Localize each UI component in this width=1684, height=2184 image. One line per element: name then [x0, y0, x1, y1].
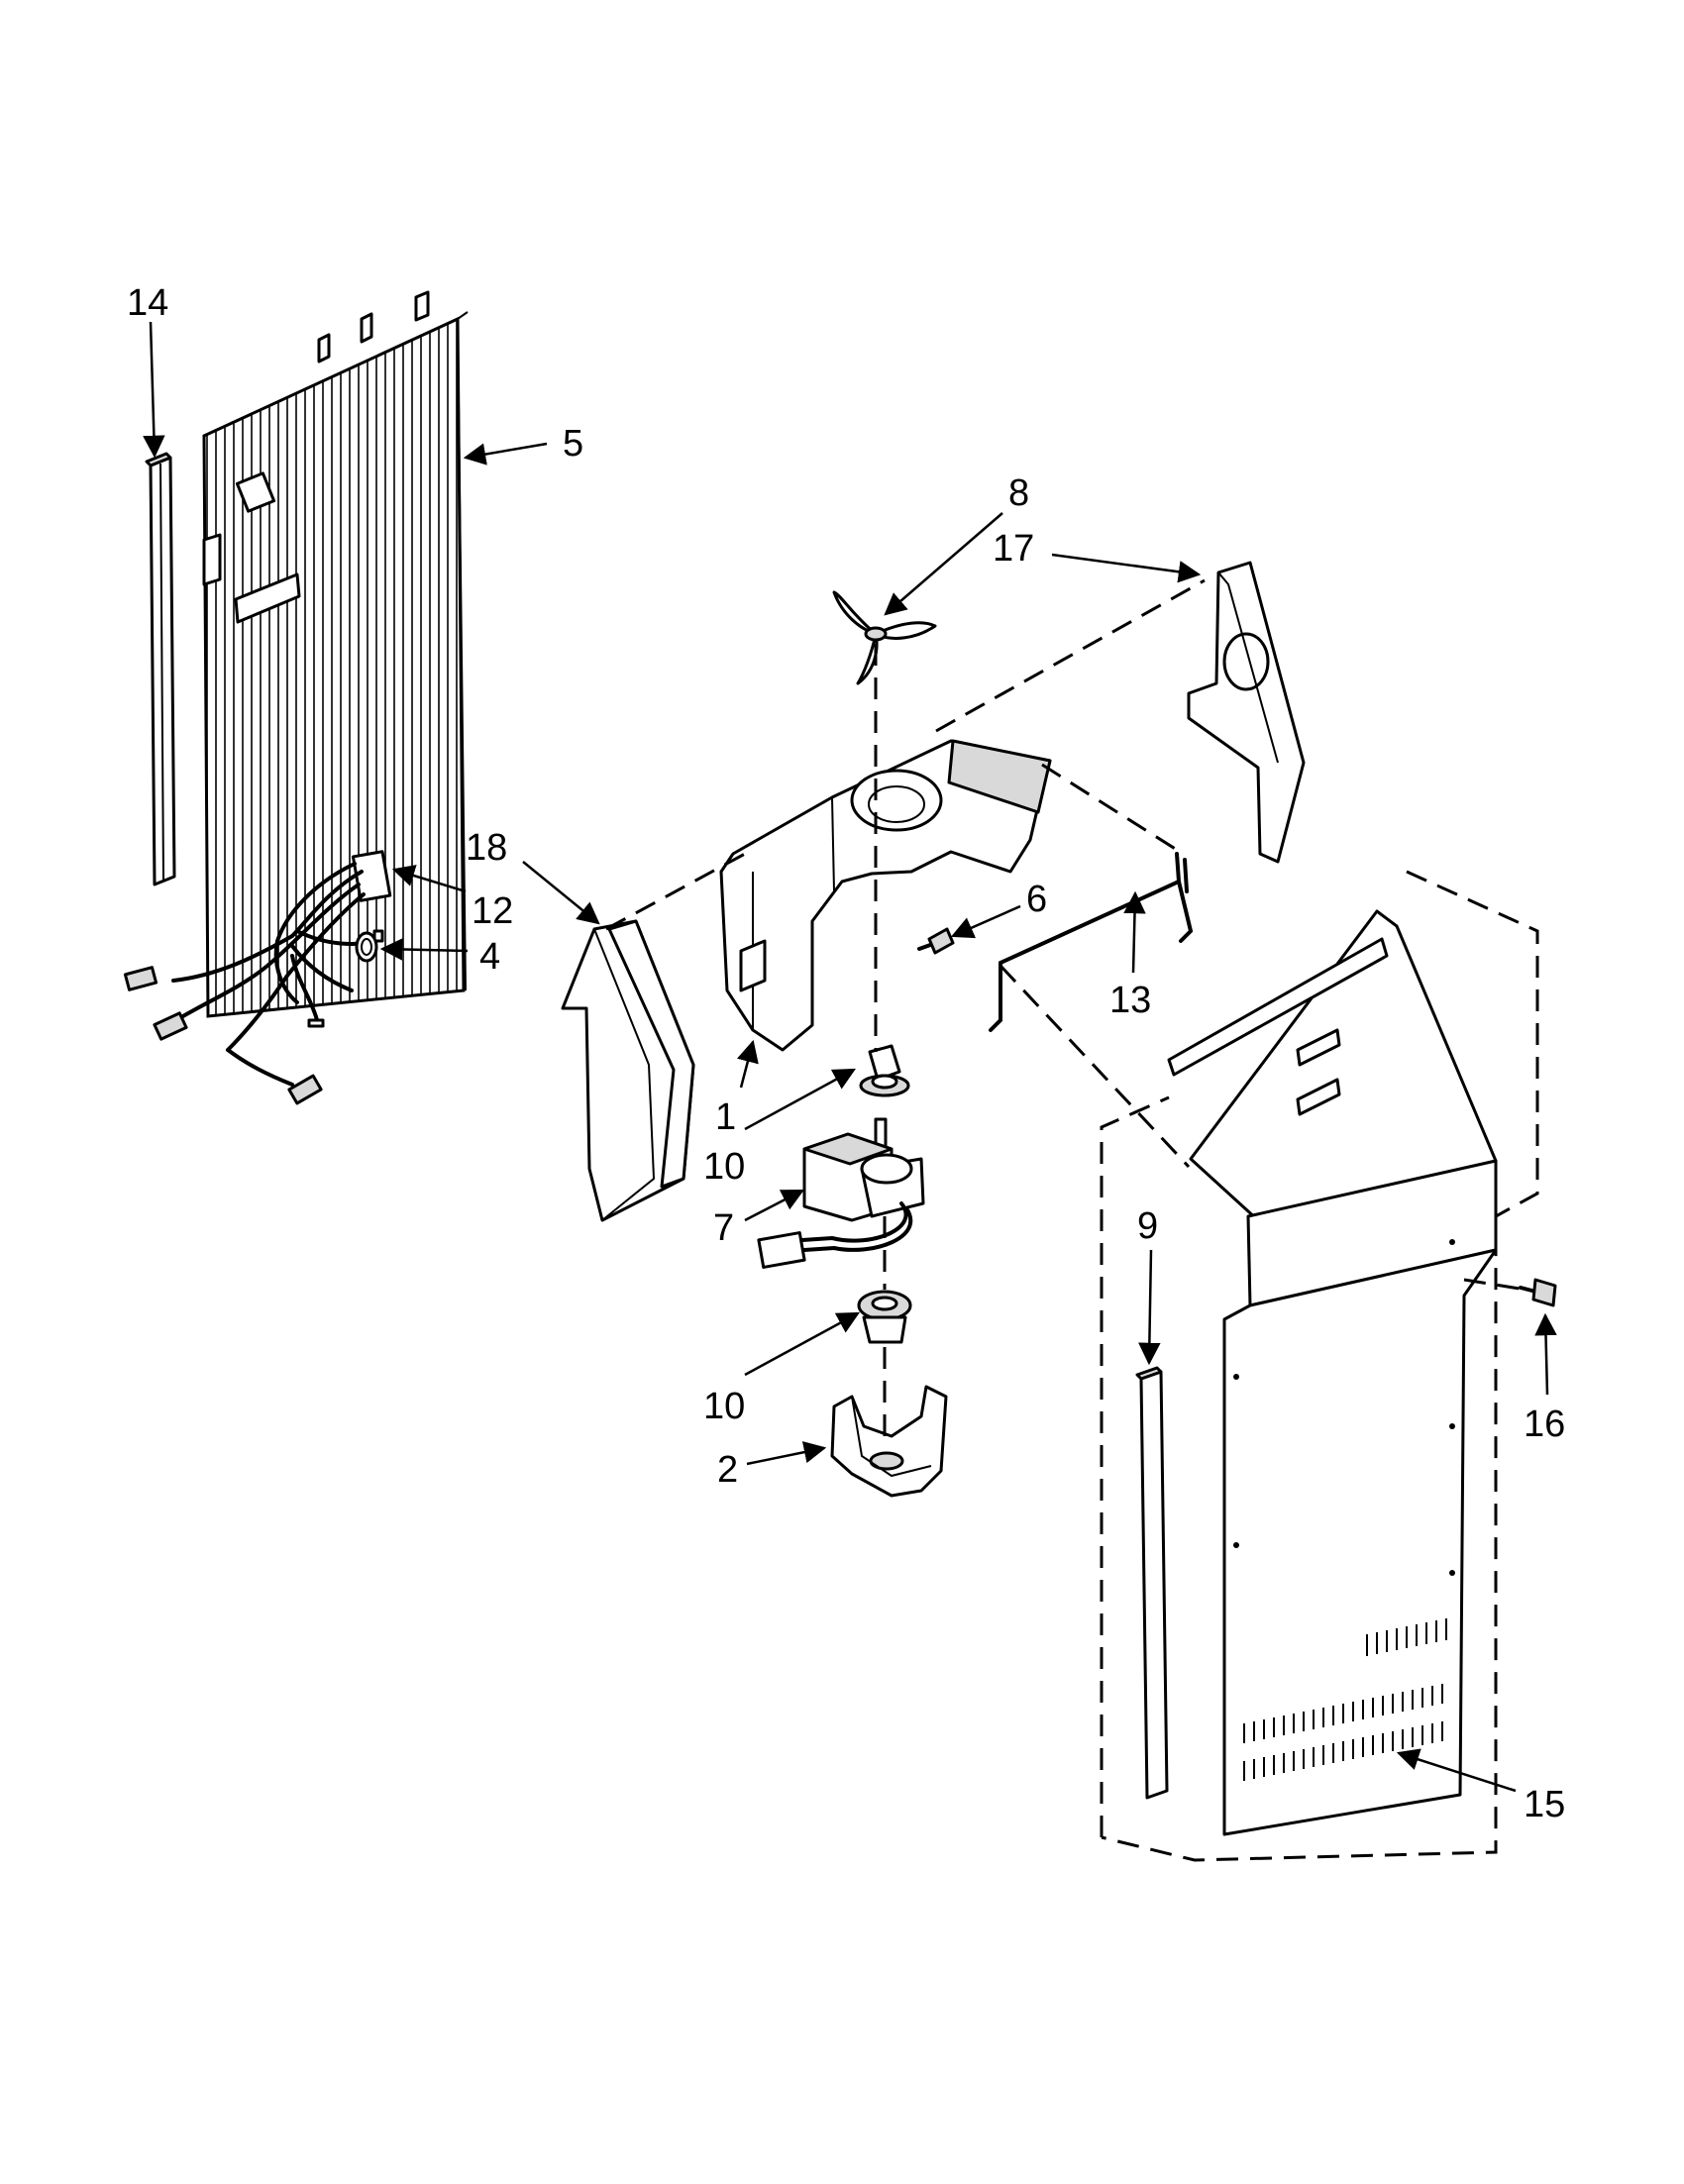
wire-bracket-13	[989, 852, 1194, 1032]
callout-10-lower: 10	[703, 1386, 745, 1427]
callout-13: 13	[1109, 980, 1151, 1021]
callout-4: 4	[479, 936, 500, 978]
callout-18: 18	[466, 827, 507, 869]
callout-labels: 14 5 8 17 18 12 4 6 13 1 10 7 9 16 10 2 …	[127, 282, 1565, 1825]
motor-mount-10-lower	[857, 1290, 912, 1344]
duct-cover-15	[1167, 909, 1498, 1836]
duct-seal-18	[561, 919, 695, 1222]
seal-strip-9	[1135, 1366, 1169, 1800]
callout-2: 2	[717, 1449, 738, 1491]
callout-12: 12	[472, 890, 513, 932]
motor-mount-10-upper	[859, 1044, 910, 1097]
motor-bracket-2	[830, 1385, 948, 1498]
assembly-lines	[605, 578, 1539, 1862]
fan-motor-7	[757, 1117, 925, 1269]
screw-6	[917, 927, 955, 955]
callout-7: 7	[713, 1207, 734, 1249]
callout-14: 14	[127, 282, 168, 324]
leader-arrows	[143, 321, 1557, 1793]
callout-9: 9	[1137, 1205, 1158, 1247]
rear-panel-5	[202, 290, 469, 1018]
wire-harness-12	[123, 850, 392, 1105]
callout-1: 1	[715, 1096, 736, 1138]
callout-6: 6	[1026, 879, 1047, 920]
callout-17: 17	[993, 528, 1034, 570]
callout-10-upper: 10	[703, 1146, 745, 1188]
callout-8: 8	[1008, 472, 1029, 514]
screw-16	[1519, 1278, 1557, 1307]
seal-strip-14	[145, 452, 176, 886]
grommet-4	[355, 931, 378, 963]
vent-slots	[1243, 1618, 1447, 1781]
duct-seal-17	[1187, 561, 1306, 864]
fan-blade-8	[832, 590, 937, 685]
callout-15: 15	[1524, 1784, 1565, 1825]
callout-16: 16	[1524, 1404, 1565, 1445]
callout-5: 5	[563, 423, 583, 465]
fan-shroud-1	[719, 739, 1052, 1052]
